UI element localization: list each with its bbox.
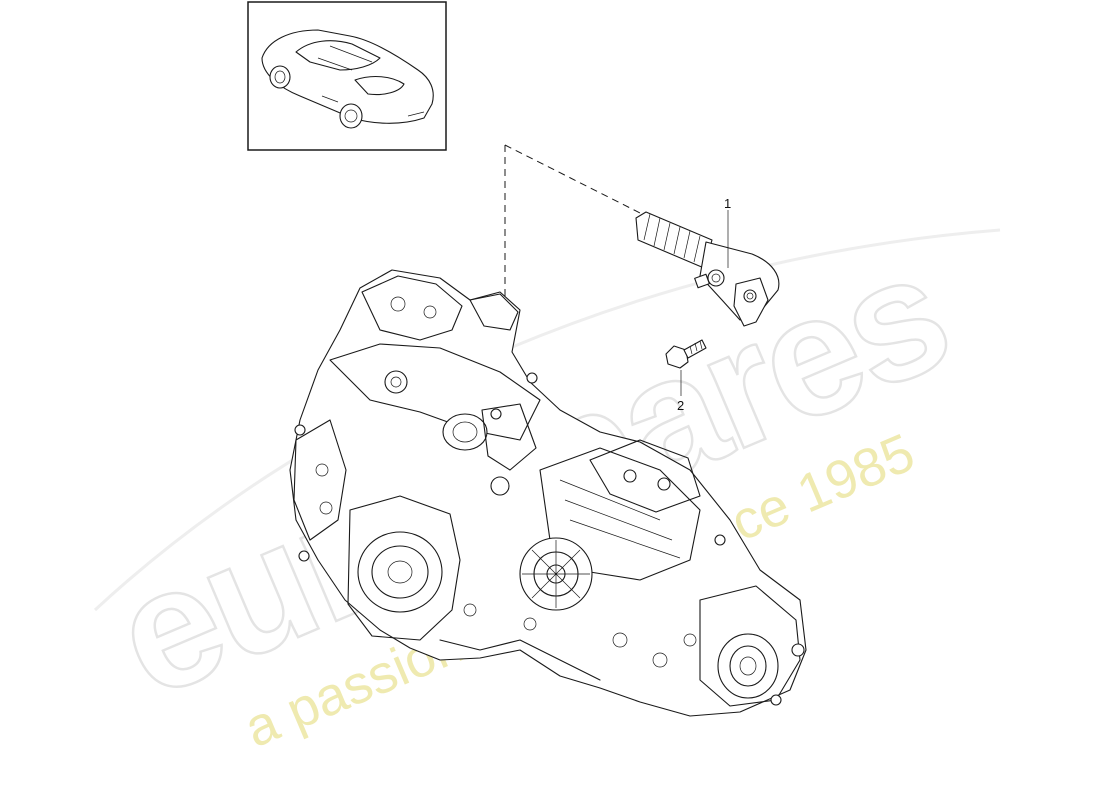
mounting-bolt[interactable] xyxy=(665,339,707,369)
clutch-slave-cylinder[interactable] xyxy=(635,211,780,327)
callout-2: 2 xyxy=(677,398,684,413)
vehicle-thumbnail[interactable] xyxy=(247,1,447,151)
car-icon xyxy=(261,29,434,129)
transmission-assembly[interactable] xyxy=(289,269,807,717)
callout-1: 1 xyxy=(724,196,731,211)
